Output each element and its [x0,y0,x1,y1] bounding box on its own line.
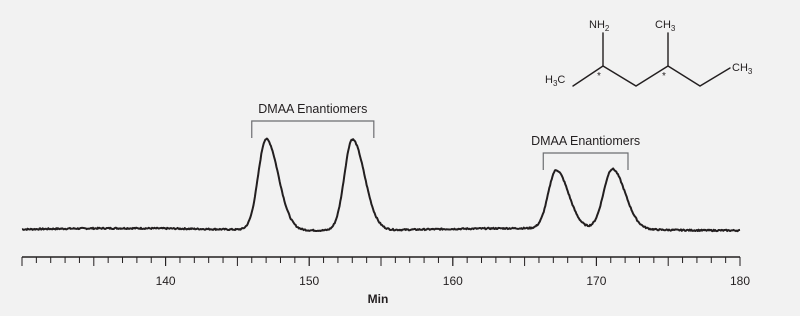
x-axis-tick-label: 140 [156,274,176,288]
carbon-chain-bonds [572,65,731,87]
x-axis-tick-label: 160 [443,274,463,288]
methyl-group-label-right: CH3 [732,62,753,76]
annotation-bracket [542,152,629,170]
x-axis: 140 150 160 170 180 Min [21,256,750,306]
methyl-group-label-top: CH3 [655,19,676,33]
amine-group-label: NH2 [589,19,610,33]
x-axis-minor-ticks [21,257,741,266]
x-axis-title: Min [368,292,389,306]
annotation-label: DMAA Enantiomers [258,102,367,116]
x-axis-major-ticks: 140 150 160 170 180 [156,257,750,288]
chromatogram-trace [21,137,741,233]
stereocenter-mark-2: * [662,71,666,82]
annotation-label: DMAA Enantiomers [531,134,640,148]
methyl-group-label-left: H3C [545,74,565,88]
annotation-bracket [251,120,375,138]
x-axis-tick-label: 170 [586,274,606,288]
stereocenter-mark-1: * [597,71,601,82]
x-axis-tick-label: 180 [730,274,750,288]
dmaa-structure-diagram: NH2 CH3 H3C CH3 * * [545,19,753,88]
x-axis-tick-label: 150 [299,274,319,288]
